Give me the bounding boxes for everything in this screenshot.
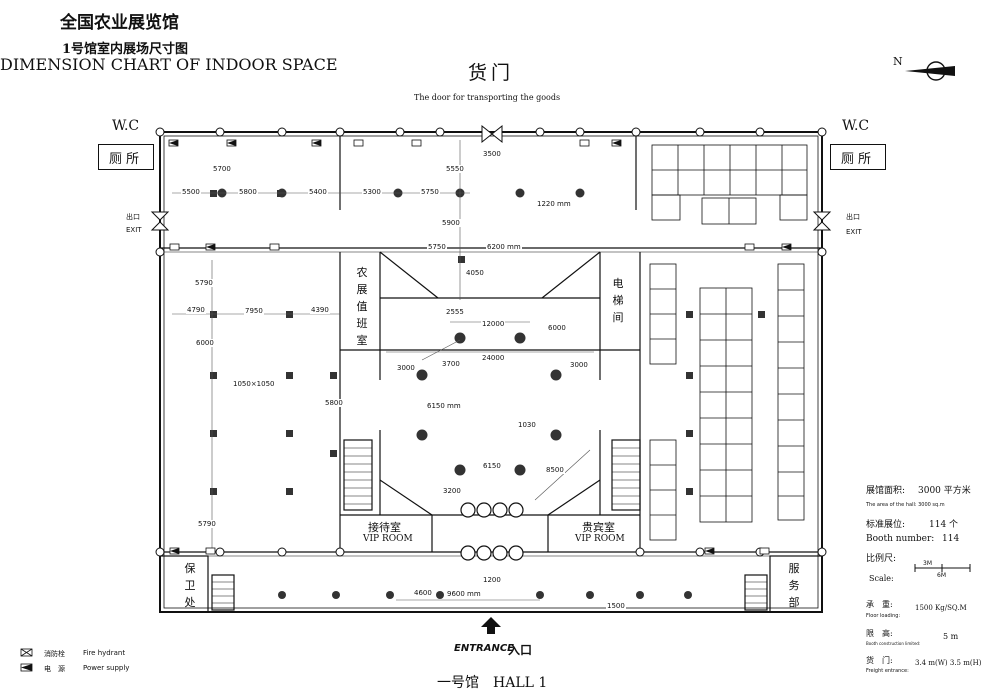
dim-label: 12000 [481,320,506,328]
dim-label: 5550 [445,165,465,173]
area-en: The area of the hall: 3000 sq.m [866,502,945,508]
dim-label: 5400 [308,188,328,196]
dim-label: 4390 [310,306,330,314]
dim-label: 1200 [482,576,502,584]
area-value: 3000 平方米 [918,486,971,496]
height-value: 5 m [943,632,959,641]
reception-room-cn: 接待室 [368,521,401,534]
dim-label: 3200 [442,487,462,495]
compass-arrow-icon [905,61,955,81]
legend-power-en: Power supply [83,664,130,672]
dim-label: 6000 [547,324,567,332]
north-label: N [893,55,903,68]
entrance-label-cn: 入口 [508,643,533,657]
exit-right-en: EXIT [846,228,862,236]
booth-number-value: 114 [942,534,960,544]
wc-left-heading: W.C [112,118,140,134]
dim-label: 3500 [482,150,502,158]
chart-title-en: DIMENSION CHART OF INDOOR SPACE [0,55,338,74]
vip-room-cn: 贵宾室 [582,521,615,534]
dim-label: 7950 [244,307,264,315]
scale-3m: 3M [923,560,932,567]
outer-wall [159,131,823,613]
legend-hydrant-icon [20,648,33,657]
dim-label: 5500 [181,188,201,196]
reception-room-en: VIP ROOM [363,534,413,544]
dim-label: 6000 [195,339,215,347]
dim-label: 5800 [238,188,258,196]
dim-label: 1220 mm [536,200,572,208]
freight-value: 3.4 m(W) 3.5 m(H) [915,659,982,667]
dim-label: 9600 mm [446,590,482,598]
entrance-arrow-icon [481,617,501,634]
goods-door-label-cn: 货门 [468,62,515,84]
height-label: 限 高: [866,629,893,638]
scale-bar [914,564,971,572]
wc-right-heading: W.C [842,118,870,134]
exit-left-cn: 出口 [126,213,140,221]
vip-room-en: VIP ROOM [575,534,625,544]
hall-name: 一号馆 HALL 1 [437,675,548,691]
toilet-right: 厕所 [830,144,886,170]
area-label: 展馆面积: [866,486,906,496]
chart-title-cn: 1号馆室内展场尺寸图 [62,42,189,57]
dim-label: 6150 mm [426,402,462,410]
dim-label: 8500 [545,466,565,474]
dim-label: 5790 [197,520,217,528]
floor-en: Floor loading: [866,613,901,619]
booths-label: 标准展位: [866,520,906,530]
north-compass: N [890,54,960,84]
dim-label: 24000 [481,354,506,362]
freight-label: 货 门: [866,656,893,665]
dim-label: 5750 [427,243,447,251]
dim-label: 5900 [441,219,461,227]
dim-label: 5800 [324,399,344,407]
booth-number-label: Booth number: [866,534,935,544]
exit-left-en: EXIT [126,226,142,234]
scale-label-en: Scale: [869,574,894,583]
dim-label: 2555 [445,308,465,316]
toilet-right-label: 厕所 [840,151,875,167]
dim-label: 1030 [517,421,537,429]
toilet-left: 厕所 [98,144,154,170]
dim-label: 5750 [420,188,440,196]
goods-door-label-en: The door for transporting the goods [414,93,561,102]
dim-label: 5790 [194,279,214,287]
booths-value: 114 个 [929,520,959,530]
security-room-label: 保卫处 [184,562,196,609]
entrance-label-en: ENTRANCE [454,643,514,654]
info-panel: 展馆面积: 3000 平方米 The area of the hall: 300… [866,480,993,690]
dim-label: 4050 [465,269,485,277]
dim-label: 5300 [362,188,382,196]
service-room-label: 服务部 [788,562,800,609]
freight-en: Freight entrance: [866,668,909,674]
goods-door-icon [481,124,503,144]
elevator-label: 电梯间 [612,277,624,324]
exit-right-cn: 出口 [846,213,860,221]
legend-hydrant-cn: 消防栓 [44,650,65,658]
dim-label: 3000 [396,364,416,372]
height-en: Booth construction limited: [866,641,921,646]
scale-6m: 6M [937,572,946,579]
duty-room-label: 农展值班室 [356,266,368,347]
dim-label: 1500 [606,602,626,610]
floor-value: 1500 Kg/SQ.M [915,604,967,612]
scale-label-cn: 比例尺: [866,554,897,564]
dim-label: 4600 [413,589,433,597]
dim-label: 5700 [212,165,232,173]
legend-power-cn: 电 源 [44,665,65,673]
dim-label: 4790 [186,306,206,314]
dim-label: 1050×1050 [232,380,276,388]
dim-label: 3700 [441,360,461,368]
dim-label: 6150 [482,462,502,470]
museum-name: 全国农业展览馆 [60,13,179,33]
legend-hydrant-en: Fire hydrant [83,649,126,657]
floor-label: 承 重: [866,600,893,609]
toilet-left-label: 厕所 [108,151,143,167]
dim-label: 3000 [569,361,589,369]
legend-power-icon [20,663,33,672]
dim-label: 6200 mm [486,243,522,251]
